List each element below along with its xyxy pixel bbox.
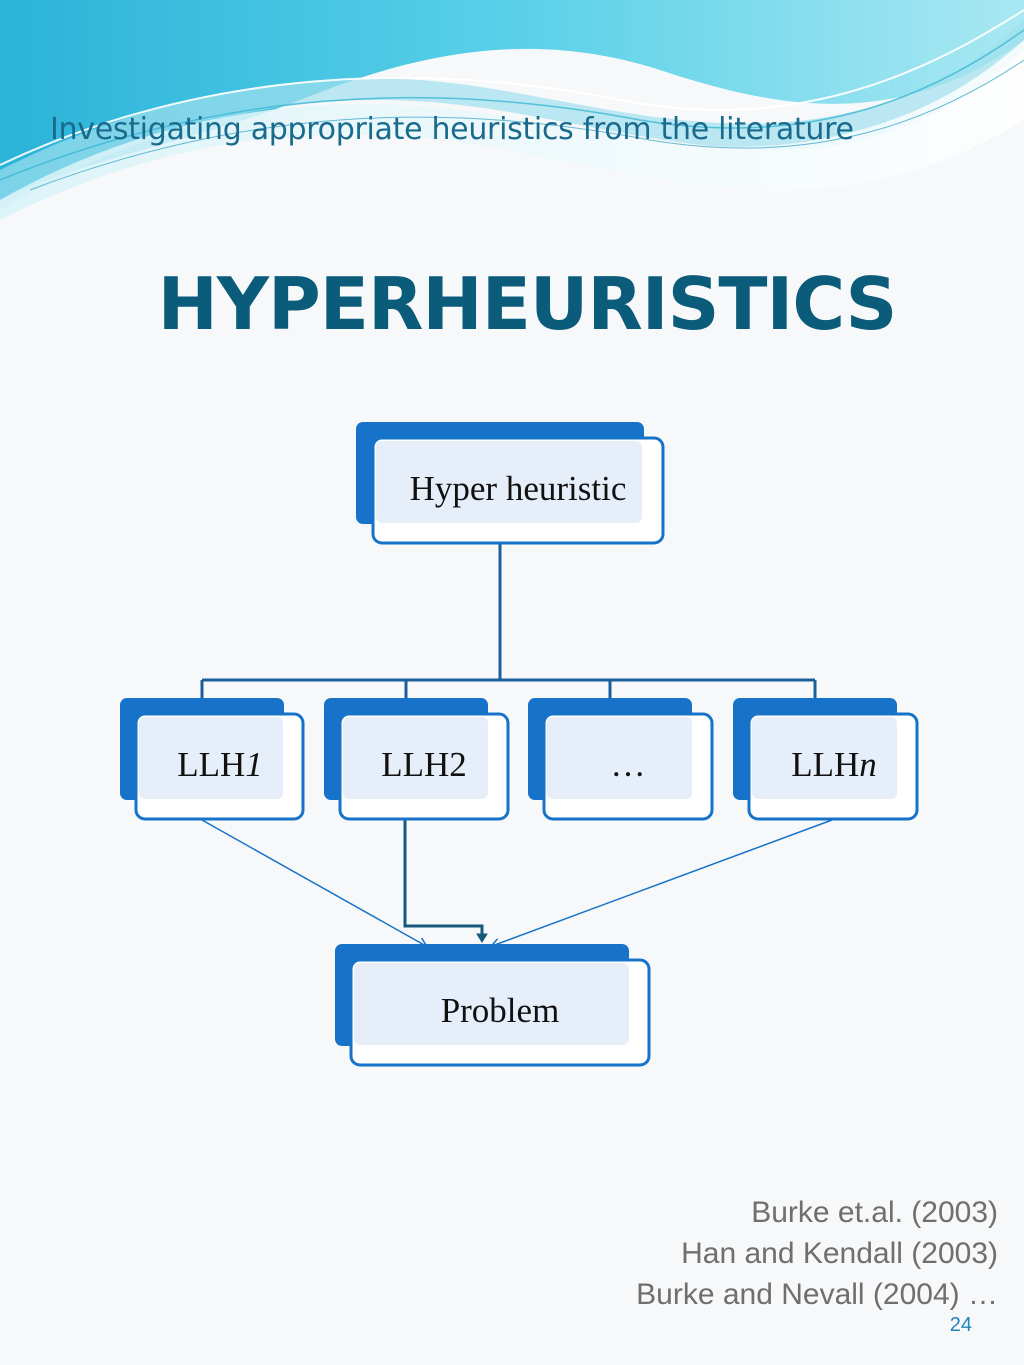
node-hyper-heuristic: Hyper heuristic <box>356 422 665 545</box>
node-llh1: LLH1 <box>120 698 305 821</box>
node-ellipsis: … <box>528 698 714 821</box>
slide-title: HYPERHEURISTICS <box>157 262 898 346</box>
node-llhn: LLHn <box>733 698 919 821</box>
node-llhn-label: LLHn <box>791 745 877 784</box>
node-llh1-label: LLH1 <box>177 745 263 784</box>
node-ellipsis-label: … <box>611 745 646 784</box>
node-problem-label: Problem <box>441 991 560 1030</box>
reference-item: Burke et.al. (2003) <box>751 1196 998 1229</box>
slide-subtitle: Investigating appropriate heuristics fro… <box>50 112 854 147</box>
references: Burke et.al. (2003) Han and Kendall (200… <box>636 1192 998 1315</box>
tree-connectors <box>200 543 817 698</box>
reference-item: Burke and Nevall (2004) … <box>636 1278 998 1311</box>
page-number: 24 <box>949 1314 972 1336</box>
problem-arrows <box>201 819 833 946</box>
node-problem: Problem <box>335 944 651 1067</box>
node-hyper-heuristic-label: Hyper heuristic <box>410 469 627 508</box>
node-llh2: LLH2 <box>324 698 510 821</box>
node-llh2-label: LLH2 <box>381 745 467 784</box>
reference-item: Han and Kendall (2003) <box>681 1237 998 1270</box>
